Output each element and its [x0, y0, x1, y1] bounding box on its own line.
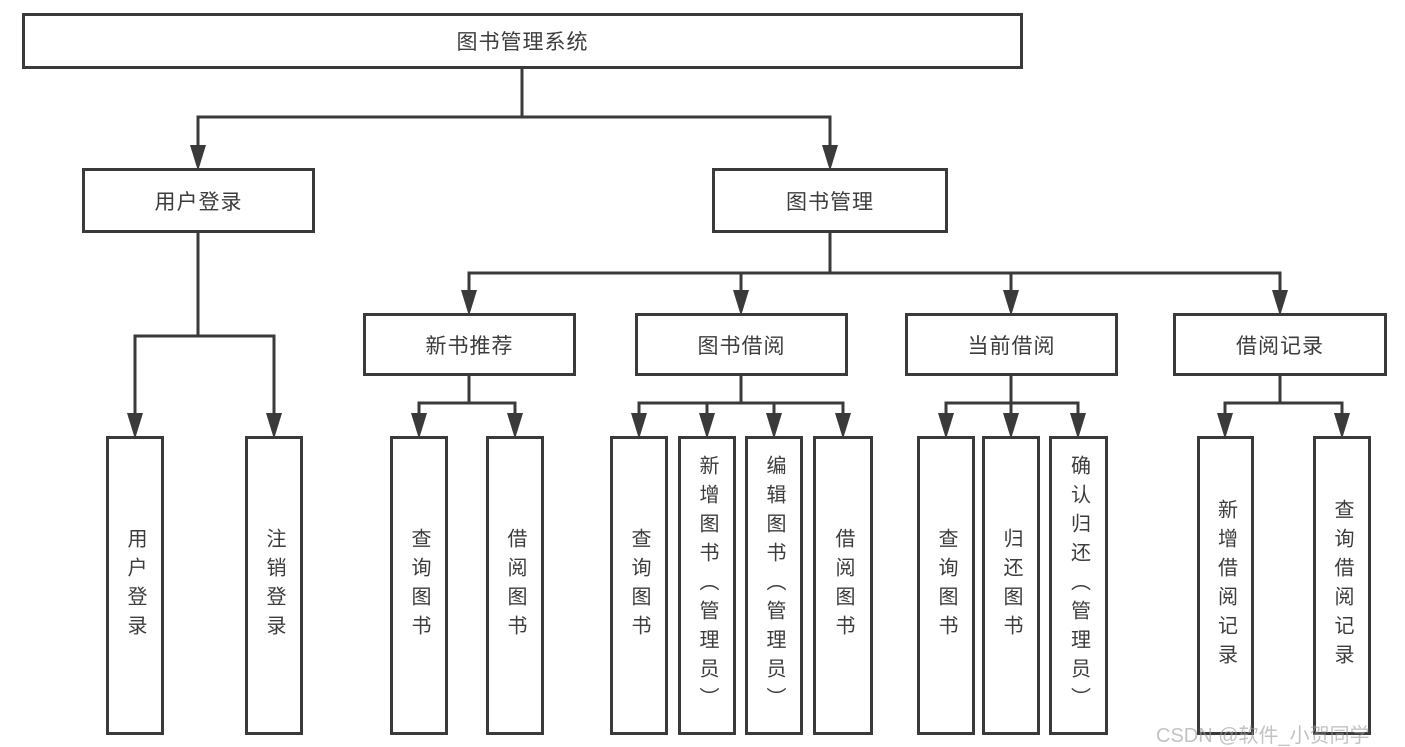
- leaf-borrow-add-book-admin: 新增图书（管理员）: [678, 436, 736, 735]
- leaf-borrow-query-book: 查询图书: [610, 436, 668, 735]
- node-user-login-label: 用户登录: [154, 190, 243, 214]
- node-borrow-records-label: 借阅记录: [1236, 334, 1324, 358]
- leaf-records-add-record: 新增借阅记录: [1197, 436, 1254, 735]
- node-root: 图书管理系统: [22, 13, 1023, 69]
- node-current-borrow: 当前借阅: [905, 313, 1118, 376]
- leaf-borrow-borrow-book-label: 借阅图书: [832, 527, 854, 644]
- node-new-book-recommend-label: 新书推荐: [425, 334, 514, 358]
- node-new-book-recommend: 新书推荐: [363, 313, 576, 376]
- leaf-current-confirm-return-admin: 确认归还（管理员）: [1049, 436, 1108, 735]
- leaf-recommend-borrow-book: 借阅图书: [486, 436, 544, 735]
- node-root-label: 图书管理系统: [456, 31, 589, 54]
- csdn-watermark: CSDN @软件_小贺同学: [1156, 725, 1370, 747]
- leaf-recommend-query-book-label: 查询图书: [408, 527, 430, 644]
- leaf-user-login-label: 用户登录: [124, 527, 146, 644]
- leaf-recommend-query-book: 查询图书: [390, 436, 448, 735]
- node-user-login: 用户登录: [82, 168, 315, 233]
- leaf-user-login: 用户登录: [106, 436, 164, 735]
- leaf-current-return-book: 归还图书: [982, 436, 1040, 735]
- node-book-borrow: 图书借阅: [635, 313, 848, 376]
- leaf-current-query-book: 查询图书: [917, 436, 975, 735]
- leaf-records-add-record-label: 新增借阅记录: [1214, 498, 1237, 673]
- node-book-borrow-label: 图书借阅: [697, 334, 786, 358]
- node-book-management-label: 图书管理: [786, 190, 874, 214]
- node-borrow-records: 借阅记录: [1173, 313, 1387, 376]
- leaf-borrow-query-book-label: 查询图书: [628, 527, 650, 644]
- leaf-logout: 注销登录: [245, 436, 303, 735]
- leaf-borrow-borrow-book: 借阅图书: [813, 436, 873, 735]
- leaf-current-confirm-return-admin-label: 确认归还（管理员）: [1067, 455, 1090, 716]
- leaf-records-query-record-label: 查询借阅记录: [1331, 498, 1353, 673]
- leaf-current-return-book-label: 归还图书: [1000, 527, 1022, 644]
- leaf-current-query-book-label: 查询图书: [935, 527, 957, 644]
- leaf-borrow-edit-book-admin: 编辑图书（管理员）: [745, 436, 803, 735]
- node-book-management: 图书管理: [712, 168, 948, 233]
- leaf-records-query-record: 查询借阅记录: [1313, 436, 1371, 735]
- node-current-borrow-label: 当前借阅: [967, 334, 1056, 358]
- leaf-borrow-edit-book-admin-label: 编辑图书（管理员）: [763, 455, 785, 716]
- leaf-recommend-borrow-book-label: 借阅图书: [504, 527, 526, 644]
- leaf-logout-label: 注销登录: [263, 527, 285, 644]
- leaf-borrow-add-book-admin-label: 新增图书（管理员）: [696, 455, 718, 716]
